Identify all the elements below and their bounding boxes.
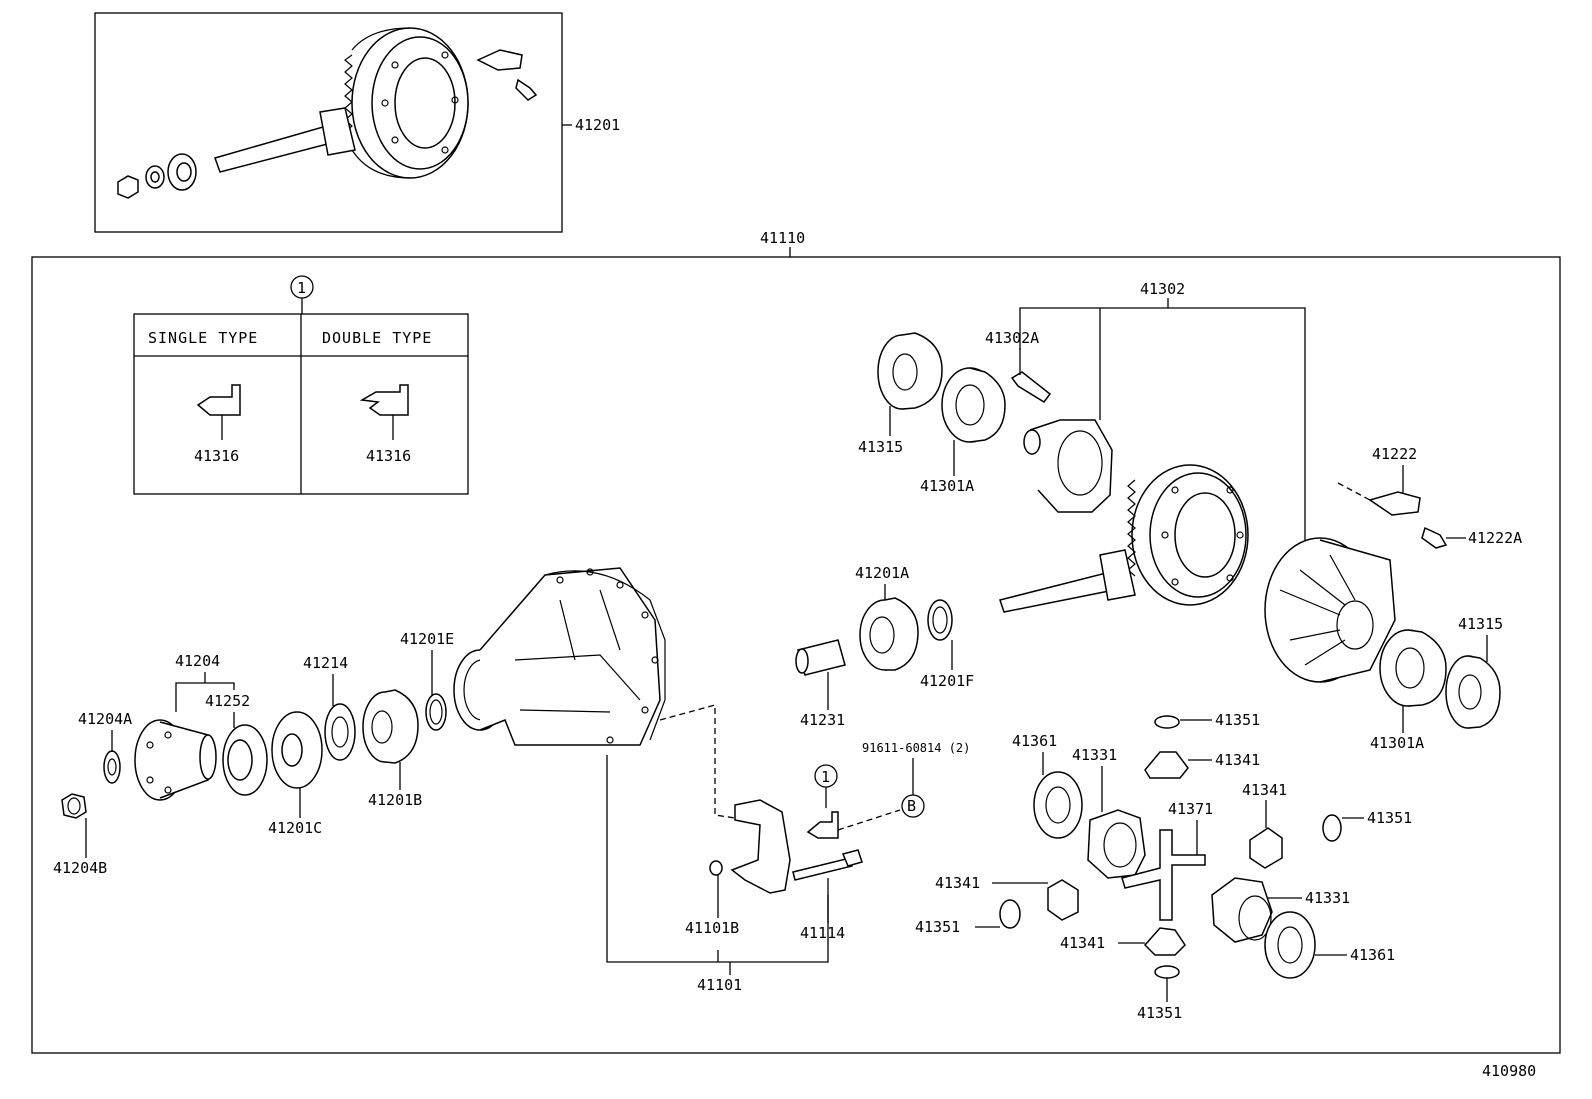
differential-case-illustration [1023,419,1113,513]
legend-marker-text: 1 [297,279,306,297]
part-label-41371: 41371 [1168,800,1213,818]
diff-case-right-illustration [1264,537,1396,683]
part-label-41351-right: 41351 [1367,809,1412,827]
assembly-label-41110: 41110 [760,229,805,247]
cap-bolt-illustration [792,849,863,881]
ring-gear-main-illustration [999,464,1249,613]
part-label-41351-bottom: 41351 [1137,1004,1182,1022]
part-label-41331-right: 41331 [1305,889,1350,907]
part-label-41201F: 41201F [920,672,974,690]
part-label-41315-left: 41315 [858,438,903,456]
bearing-cap-illustration [709,799,791,894]
ref-b-text: B [907,797,916,815]
ring-gear-top-illustration [117,27,538,199]
part-label-91611-60814: 91611-60814 (2) [862,741,970,755]
part-label-41301A-left: 41301A [920,477,974,495]
callout-1-text: 1 [821,768,830,786]
assembly-label-41101: 41101 [697,976,742,994]
part-label-41222A: 41222A [1468,529,1522,547]
part-label-41302A: 41302A [985,329,1039,347]
assembly-label-41302: 41302 [1140,280,1185,298]
legend-double-type-header: DOUBLE TYPE [322,329,432,347]
part-label-41204B: 41204B [53,859,107,877]
part-label-41201C: 41201C [268,819,322,837]
single-type-clip-illustration [196,384,241,416]
part-label-41301A-right: 41301A [1370,734,1424,752]
part-label-41114: 41114 [800,924,845,942]
part-label-41222: 41222 [1372,445,1417,463]
clip-41222-illustration [1368,491,1448,549]
ring-pinion-inset-frame [94,12,563,233]
part-label-41201E: 41201E [400,630,454,648]
companion-flange-parts [61,689,447,819]
case-bearing-right-illustration [1379,629,1501,729]
pinion-bearing-parts [795,597,953,676]
callout-clip-illustration [806,811,839,839]
part-label-41361-left: 41361 [1012,732,1057,750]
part-label-41204: 41204 [175,652,220,670]
part-label-41252: 41252 [205,692,250,710]
diff-gears-illustration [999,715,1342,979]
double-type-clip-illustration [359,384,409,416]
legend-single-type-header: SINGLE TYPE [148,329,258,347]
part-label-41341-bottom: 41341 [1060,934,1105,952]
carrier-housing-illustration [453,567,666,746]
carrier-assembly-frame [31,256,1561,1054]
legend-single-part-number: 41316 [194,447,239,465]
part-label-41231: 41231 [800,711,845,729]
part-label-41351-left: 41351 [915,918,960,936]
part-label-41214: 41214 [303,654,348,672]
part-label-41341-right: 41341 [1242,781,1287,799]
part-label-41351-top: 41351 [1215,711,1260,729]
part-label-41341-top: 41341 [1215,751,1260,769]
part-label-41315-right: 41315 [1458,615,1503,633]
part-label-41331-left: 41331 [1072,746,1117,764]
case-bearing-left-illustration [877,332,1006,443]
part-label-41341-left: 41341 [935,874,980,892]
part-label-41201B: 41201B [368,791,422,809]
part-label-41101B: 41101B [685,919,739,937]
diagram-id: 410980 [1482,1062,1536,1080]
assembly-label-41201: 41201 [575,116,620,134]
legend-double-part-number: 41316 [366,447,411,465]
part-label-41361-right: 41361 [1350,946,1395,964]
part-label-41204A: 41204A [78,710,132,728]
case-bolt-illustration [1010,371,1052,403]
part-label-41201A: 41201A [855,564,909,582]
